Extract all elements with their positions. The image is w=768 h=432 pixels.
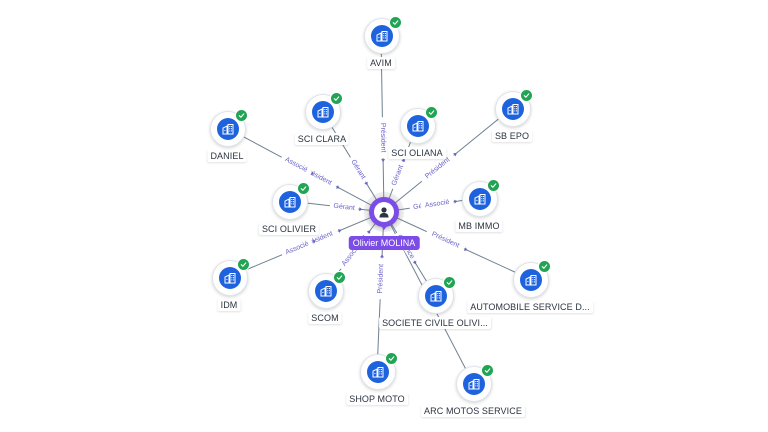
- edge-label-bg: [418, 151, 456, 184]
- node-label: SCOM: [308, 312, 342, 324]
- edge-label: Associé: [285, 240, 310, 256]
- building-icon: [469, 188, 491, 210]
- edge-arrow: [401, 158, 406, 162]
- check-icon: [385, 352, 398, 365]
- check-icon: [333, 271, 346, 284]
- edge-arrow: [310, 171, 315, 175]
- node-label: MB IMMO: [455, 220, 503, 232]
- check-icon: [520, 89, 533, 102]
- check-icon: [330, 92, 343, 105]
- check-icon: [297, 182, 310, 195]
- center-pin-tip: [379, 223, 389, 230]
- building-icon: [219, 267, 241, 289]
- node-label: SCI OLIVIER: [258, 223, 320, 235]
- building-icon: [463, 373, 485, 395]
- edge-label: Président: [379, 123, 387, 153]
- node-label: SOCIETE CIVILE OLIVI...: [379, 317, 491, 329]
- edge-label-bg: [379, 117, 389, 159]
- edge-arrow: [453, 152, 457, 157]
- check-icon: [425, 106, 438, 119]
- edge-label-bg: [329, 200, 359, 213]
- edge-arrow: [336, 185, 340, 189]
- building-icon: [315, 280, 337, 302]
- edge-label-bg: [388, 160, 406, 190]
- center-person-label: Olivier MOLINA: [348, 236, 420, 250]
- check-icon: [389, 16, 402, 29]
- node-label: ARC MOTOS SERVICE: [421, 405, 525, 417]
- person-icon: [374, 202, 394, 222]
- node-label: SHOP MOTO: [346, 393, 408, 405]
- edge-label: Président: [430, 231, 460, 250]
- edge-label-group: Président: [375, 254, 385, 300]
- edge-label-group: Gérant: [347, 154, 370, 186]
- edge-label: Président: [377, 264, 385, 294]
- building-icon: [217, 118, 239, 140]
- edge-label: Associé: [284, 156, 309, 174]
- edge-label-bg: [375, 258, 385, 300]
- node-label: SCI OLIANA: [388, 147, 446, 159]
- edge-arrow: [337, 229, 342, 233]
- edge-label-bg: [425, 227, 466, 252]
- check-icon: [235, 109, 248, 122]
- edge-arrow: [366, 230, 371, 234]
- edge-arrow: [312, 239, 316, 244]
- edge-label-group: Gérant: [388, 158, 406, 190]
- edge-arrow: [454, 199, 458, 204]
- building-icon: [371, 25, 393, 47]
- check-icon: [237, 258, 250, 271]
- edge-arrow: [359, 207, 363, 212]
- node-label: AUTOMOBILE SERVICE D...: [467, 301, 593, 313]
- building-icon: [502, 98, 524, 120]
- check-icon: [481, 364, 494, 377]
- check-icon: [443, 276, 456, 289]
- building-icon: [520, 269, 542, 291]
- edge-arrow: [381, 159, 386, 163]
- edge-label-bg: [347, 154, 370, 184]
- edge-arrow: [412, 260, 417, 265]
- edge-label-bg: [280, 152, 313, 176]
- edge-label: Président: [424, 156, 451, 180]
- edge-arrow: [463, 247, 468, 251]
- edge-label-group: Président: [379, 117, 389, 163]
- node-label: DANIEL: [207, 150, 247, 162]
- building-icon: [279, 191, 301, 213]
- edge-label: Gérant: [349, 159, 366, 181]
- center-person-node[interactable]: [369, 197, 399, 227]
- node-label: IDM: [217, 299, 241, 311]
- edge-arrow: [364, 181, 368, 186]
- edge-label: Associé: [425, 199, 450, 210]
- building-icon: [367, 361, 389, 383]
- check-icon: [487, 179, 500, 192]
- edge-label-group: Gérant: [329, 200, 363, 213]
- edge-label-bg: [420, 196, 454, 210]
- building-icon: [312, 101, 334, 123]
- building-icon: [407, 115, 429, 137]
- edge-label-group: Associé: [420, 196, 458, 210]
- edge-label-bg: [280, 237, 314, 258]
- node-label: AVIM: [367, 57, 395, 69]
- building-icon: [425, 285, 447, 307]
- node-label: SCI CLARA: [294, 133, 350, 145]
- check-icon: [538, 260, 551, 273]
- node-label: SB EPO: [491, 130, 533, 142]
- edge-label: Gérant: [333, 203, 355, 212]
- edge-arrow: [380, 254, 385, 258]
